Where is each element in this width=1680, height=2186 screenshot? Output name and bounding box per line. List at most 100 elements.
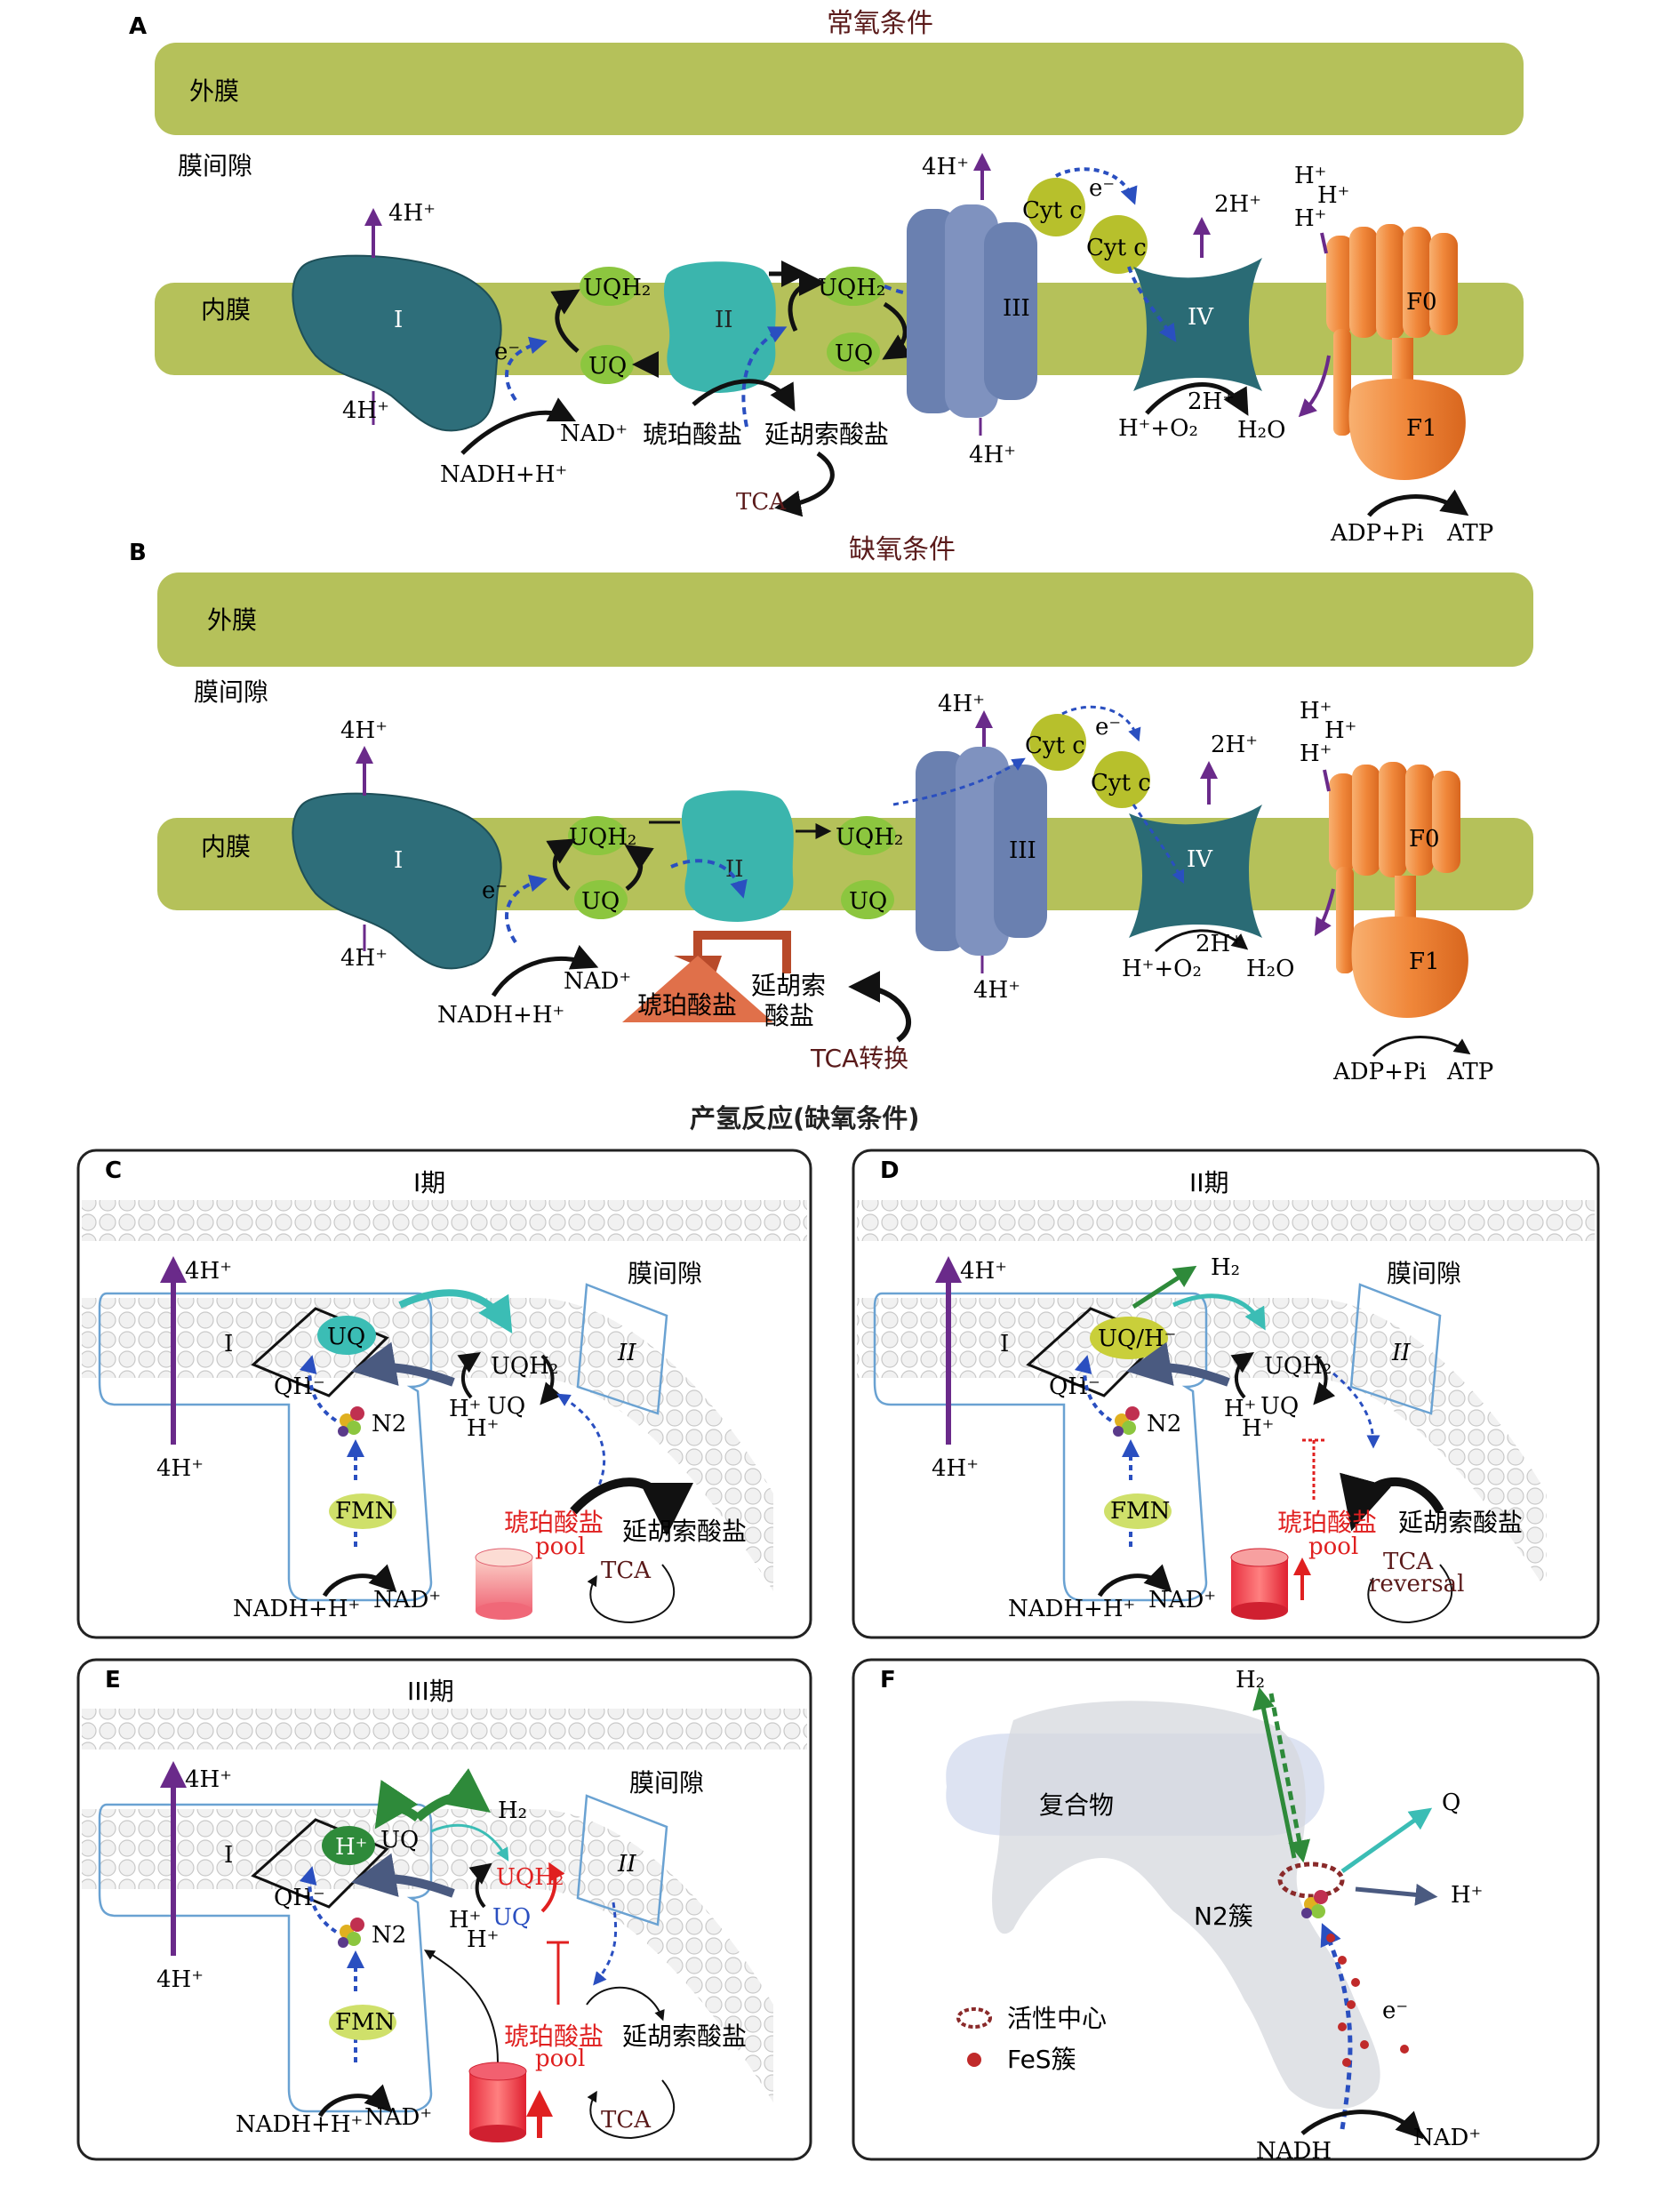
proton-uptake-arrow: [351, 1853, 455, 1898]
nadh-arrow: [1300, 2110, 1424, 2140]
complex-i-outline: [873, 1292, 1208, 1602]
intermembrane-label: 膜间隙: [178, 151, 252, 180]
panel-b: B 缺氧条件 外膜 膜间隙 内膜 I 4H⁺ 4H⁺ e⁻ NADH+H⁺ NA…: [129, 534, 1533, 1085]
proton-label: H⁺: [1242, 1415, 1274, 1442]
uq-transfer-arrow: [1172, 1293, 1266, 1331]
tca-label: TCA: [1383, 1549, 1434, 1575]
proton-label: 2H⁺: [1196, 931, 1243, 957]
h2-label: H₂: [498, 1798, 527, 1824]
outer-lipid-bilayer: [857, 1200, 1595, 1241]
fmn-label: FMN: [1110, 1498, 1170, 1525]
proton-label: 2H⁺: [1214, 191, 1261, 218]
complex-i-label: I: [394, 307, 403, 333]
panel-frame: [76, 1149, 812, 1639]
cyt-c-label: Cyt c: [1086, 235, 1147, 261]
proton-label: 2H⁺: [1188, 388, 1235, 415]
uqh2-label: UQH₂: [818, 275, 885, 301]
complex-iv-label: IV: [1187, 846, 1213, 873]
nadh-arrow: [322, 1564, 397, 1597]
panel-c-letter: C: [105, 1157, 122, 1184]
nad-label: NAD⁺: [373, 1587, 441, 1613]
cyt-c: [1027, 178, 1085, 236]
cycle-arrow: [540, 1354, 563, 1405]
electron-arrow: [1054, 167, 1138, 205]
panel-d-letter: D: [880, 1157, 900, 1184]
succinate-arrow: [586, 1986, 665, 2022]
oxygen-arrow: [1154, 929, 1249, 953]
quinone-site: [251, 1818, 389, 1909]
nad-label: NAD⁺: [364, 2104, 432, 2131]
cycle-arrow: [550, 289, 580, 353]
panel-f-letter: F: [880, 1667, 896, 1694]
electron-arrow: [884, 221, 1016, 297]
uqh2-node: [568, 816, 627, 855]
complex-ii: [681, 790, 794, 922]
proton-label: 4H⁺: [969, 442, 1016, 468]
outer-membrane-label: 外膜: [189, 76, 239, 106]
complex-i-label: I: [1000, 1331, 1009, 1357]
complex-iii-label: III: [1009, 837, 1036, 864]
proton-label: H⁺: [1300, 698, 1332, 725]
reverse-bracket: [693, 931, 791, 973]
proton-label: 4H⁺: [342, 397, 389, 424]
cycle-arrow: [1313, 1354, 1336, 1405]
uqh2-node: [822, 267, 884, 306]
cycle-arrow: [1230, 1352, 1254, 1399]
electron-arrow: [1061, 705, 1141, 742]
phase-label: I期: [413, 1168, 445, 1197]
electron-label: e⁻: [482, 877, 508, 904]
complex-ii-outline: [1349, 1283, 1442, 1415]
uq-label: UQ: [487, 1393, 525, 1420]
uq-label: UQ: [849, 888, 887, 915]
complex-i-label: I: [224, 1331, 233, 1357]
quinone-site: [251, 1307, 389, 1397]
uqh2-label: UQH₂: [836, 824, 903, 851]
atp-synthase: [1329, 762, 1468, 1018]
proton-uptake-arrow: [351, 1341, 455, 1387]
nadh-arrow: [460, 397, 577, 455]
proton-uptake-arrow: [1126, 1341, 1230, 1387]
panel-frame: [76, 1658, 812, 2161]
succinate-label: 琥珀酸盐: [504, 1508, 604, 1537]
complex-iv: [1129, 805, 1262, 938]
nadh-label: NADH+H⁺: [236, 2111, 363, 2138]
succinate-label: 琥珀酸盐: [643, 420, 742, 449]
fmn-node: [1104, 1493, 1172, 1529]
proton-label: H⁺: [1224, 1396, 1256, 1422]
nadh-label: NADH+H⁺: [440, 461, 567, 488]
succinate-pile: [622, 956, 773, 1022]
complex-ii-label: II: [617, 1851, 636, 1878]
proton-label: 2H⁺: [1211, 732, 1258, 758]
tca-cycle: [587, 1564, 676, 1624]
uq-node: [574, 880, 628, 919]
complex-ii-outline: [576, 1794, 668, 1926]
proton-label: H⁺: [1300, 741, 1332, 767]
tca-label: TCA: [601, 2107, 652, 2134]
fumarate-label: 延胡索酸盐: [622, 2022, 747, 2051]
succinate-arrow: [692, 379, 796, 412]
atp-arrow: [1367, 489, 1469, 517]
active-center: [1277, 1862, 1345, 1899]
atp-arrow: [1372, 1036, 1471, 1057]
fmn-node: [329, 1493, 396, 1529]
complex-label: 复合物: [1039, 1790, 1114, 1820]
n2-cluster: [338, 1406, 364, 1437]
uq-node: [841, 880, 894, 919]
n2-label: N2: [372, 1411, 406, 1437]
n2-cluster: [338, 1918, 364, 1948]
tca-cycle: [587, 2079, 676, 2140]
complex-ii-label: II: [1391, 1340, 1411, 1366]
uqh2-label: UQH₂: [583, 275, 651, 301]
succinate-pool-cylinder: [1230, 1548, 1289, 1620]
complex-i-label: I: [394, 847, 403, 874]
uqh2-label: UQH₂: [491, 1353, 558, 1380]
cyt-c-label: Cyt c: [1025, 733, 1085, 759]
inner-lipid-bilayer: [82, 1809, 773, 2102]
n2-label: N2簇: [1194, 1902, 1253, 1931]
uq-label: UQ: [327, 1324, 365, 1350]
adp-label: ADP+Pi: [1330, 520, 1424, 547]
electron-label: e⁻: [1089, 175, 1115, 202]
uqh2-label: UQH₂: [569, 824, 636, 851]
succinate-to-complex-arrow: [423, 1950, 499, 2063]
h2-label: H₂: [1211, 1254, 1240, 1281]
